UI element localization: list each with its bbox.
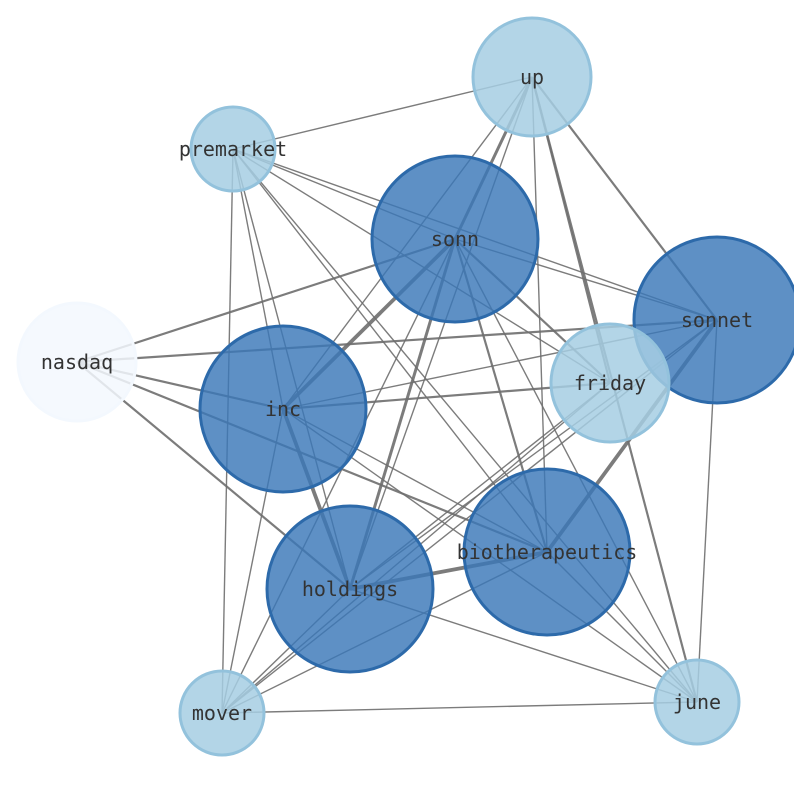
node-label-june: june	[673, 690, 721, 714]
graph-labels: up premarket sonn sonnet nasdaq friday inc biot…	[41, 65, 753, 725]
edge-sonn-june	[454, 238, 698, 703]
node-biotherapeutics[interactable]	[462, 467, 632, 637]
graph-nodes	[16, 16, 794, 757]
node-label-friday: friday	[574, 371, 646, 395]
node-label-up: up	[520, 65, 544, 89]
node-label-sonnet: sonnet	[681, 308, 753, 332]
node-up[interactable]	[471, 16, 593, 138]
node-june[interactable]	[653, 658, 741, 746]
edge-sonn-mover	[221, 238, 456, 714]
node-label-mover: mover	[192, 701, 252, 725]
node-label-sonn: sonn	[431, 227, 479, 251]
edge-premarket-biotherapeutics	[232, 148, 548, 553]
node-friday[interactable]	[549, 322, 671, 444]
node-premarket[interactable]	[189, 105, 277, 193]
edge-mover-june	[221, 701, 698, 714]
node-sonn[interactable]	[370, 154, 540, 324]
node-sonnet[interactable]	[632, 235, 794, 405]
node-label-holdings: holdings	[302, 577, 398, 601]
node-mover[interactable]	[178, 669, 266, 757]
edge-premarket-june	[232, 148, 698, 703]
node-nasdaq[interactable]	[16, 301, 138, 423]
node-label-biotherapeutics: biotherapeutics	[457, 540, 638, 564]
edge-up-holdings	[349, 76, 533, 590]
node-holdings[interactable]	[265, 504, 435, 674]
node-inc[interactable]	[198, 324, 368, 494]
node-label-premarket: premarket	[179, 137, 287, 161]
node-label-nasdaq: nasdaq	[41, 350, 113, 374]
node-label-inc: inc	[265, 397, 301, 421]
